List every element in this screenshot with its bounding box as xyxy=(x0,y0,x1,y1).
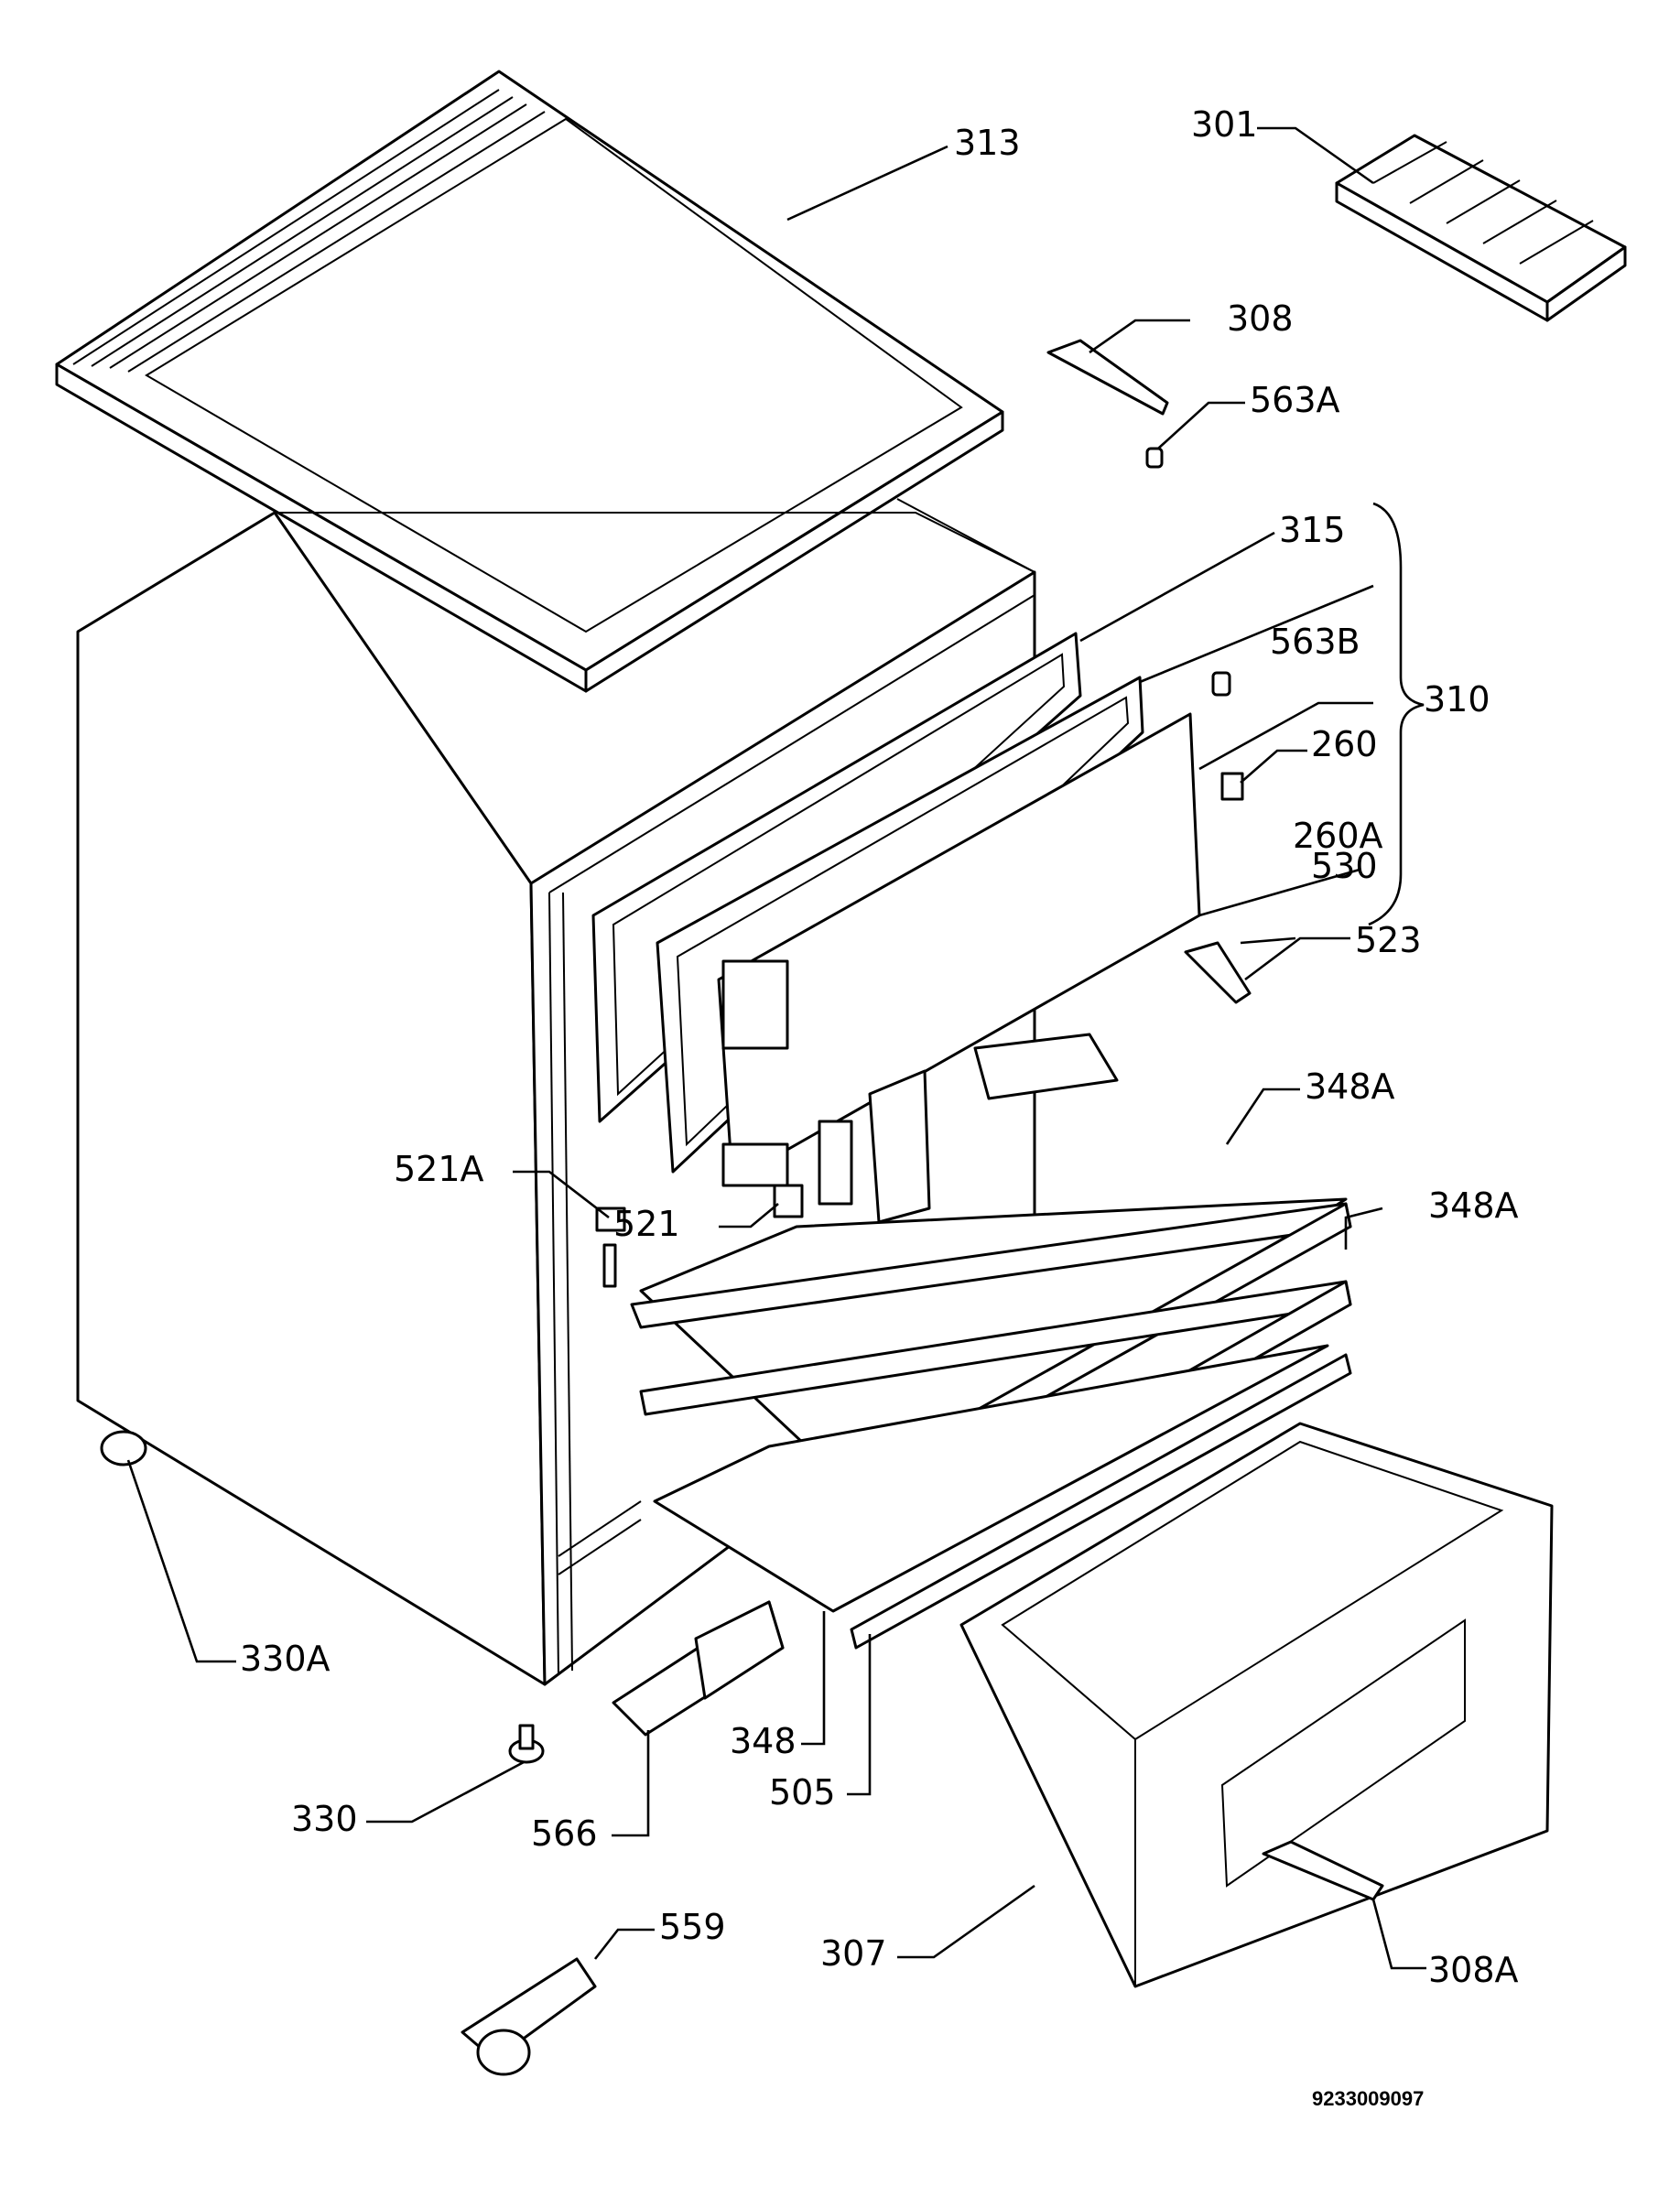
document-number: 9233009097 xyxy=(1312,2087,1424,2110)
callout-330: 330 xyxy=(291,1799,358,1839)
callout-308a: 308A xyxy=(1428,1950,1519,1990)
part-563a-screw xyxy=(1145,447,1164,469)
callout-labels: 301 313 308 563A 315 563B 310 260 260A 5… xyxy=(240,104,1519,2110)
part-523-handle-clip xyxy=(1184,941,1252,1004)
callout-308: 308 xyxy=(1227,298,1294,339)
callout-315: 315 xyxy=(1279,510,1346,550)
bracket-310 xyxy=(1368,502,1425,926)
callout-530: 530 xyxy=(1311,846,1378,886)
callout-310: 310 xyxy=(1424,679,1490,720)
callout-348a-lower: 348A xyxy=(1428,1185,1519,1226)
callout-260: 260 xyxy=(1311,724,1378,764)
part-330-screw-foot xyxy=(508,1724,545,1764)
callout-505: 505 xyxy=(769,1772,836,1813)
callout-260a: 260A xyxy=(1293,816,1383,856)
callout-563a: 563A xyxy=(1250,380,1340,420)
callout-521a: 521A xyxy=(394,1149,484,1189)
callout-348a-upper: 348A xyxy=(1305,1066,1395,1107)
part-308-hinge xyxy=(1046,339,1169,416)
callout-521: 521 xyxy=(613,1204,680,1244)
part-313-top-cover xyxy=(55,70,1004,693)
part-301-ice-tray xyxy=(1335,134,1627,322)
callout-307: 307 xyxy=(820,1933,887,1974)
part-307-crisper-drawer xyxy=(959,1422,1554,1988)
part-330a-foot xyxy=(100,1430,147,1466)
callout-330a: 330A xyxy=(240,1639,331,1679)
callout-301: 301 xyxy=(1191,104,1258,145)
part-559-handle xyxy=(461,1957,597,2076)
callout-559: 559 xyxy=(659,1907,726,1947)
leader-lines xyxy=(126,126,1426,1970)
part-563b-screw xyxy=(1211,671,1231,697)
callout-523: 523 xyxy=(1355,920,1422,960)
callout-348: 348 xyxy=(730,1721,797,1761)
part-348a-glass-shelves xyxy=(630,1033,1352,1650)
part-260-clip xyxy=(1220,772,1244,801)
callout-566: 566 xyxy=(531,1813,598,1854)
callout-563b: 563B xyxy=(1270,622,1360,662)
part-308a-hinge xyxy=(1262,1840,1384,1901)
part-521-switch xyxy=(773,1184,804,1218)
callout-313: 313 xyxy=(954,123,1021,163)
part-566-bracket xyxy=(612,1600,785,1737)
part-315-freezer-door-frame xyxy=(591,632,1201,1224)
